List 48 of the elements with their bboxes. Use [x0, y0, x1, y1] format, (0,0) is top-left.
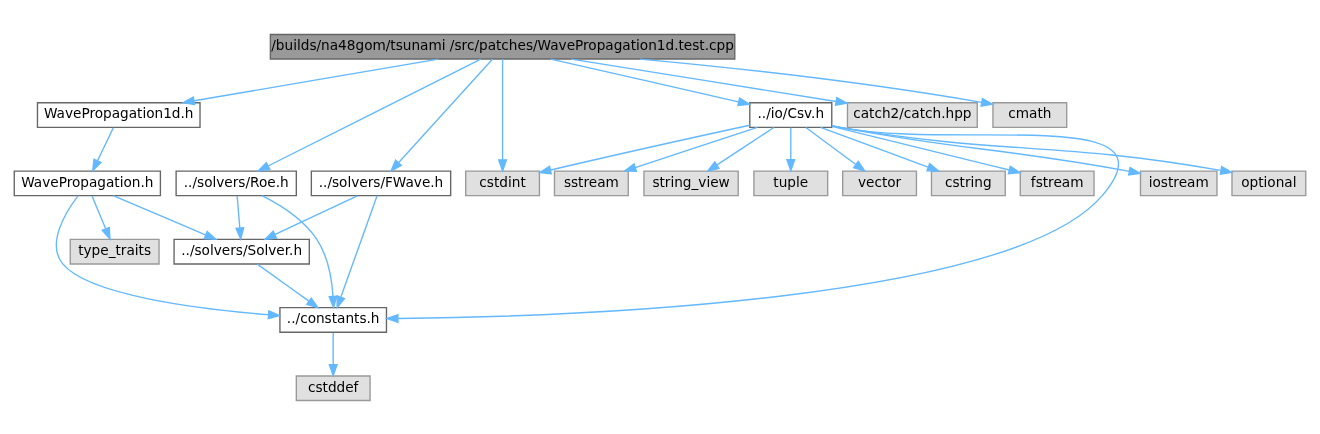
arrow: [805, 126, 867, 172]
arrow: [55, 194, 282, 319]
node-box: vector: [842, 169, 918, 196]
arrow: [706, 126, 775, 172]
arrow: [336, 194, 378, 309]
node-box: cmath: [992, 101, 1068, 128]
node-box: ../solvers/Solver.h: [173, 238, 310, 265]
node-box: string_view: [643, 169, 739, 196]
arrow: [831, 125, 1022, 175]
node-box: catch2/catch.hpp: [846, 101, 978, 128]
arrow: [91, 126, 114, 173]
arrow: [639, 57, 995, 107]
node-box: type_traits: [69, 238, 160, 265]
arrow: [570, 57, 849, 106]
node-box: tuple: [753, 169, 829, 196]
arrow: [261, 194, 338, 309]
arrow: [328, 331, 338, 378]
node-box: ../constants.h: [279, 306, 388, 333]
arrow: [622, 126, 759, 172]
arrow: [786, 126, 796, 173]
arrow: [263, 194, 359, 240]
node-box: iostream: [1139, 169, 1218, 196]
node-box: sstream: [553, 169, 629, 196]
arrow: [384, 124, 1119, 323]
arrow: [256, 262, 320, 309]
arrow: [550, 57, 752, 106]
arrow: [831, 124, 1143, 176]
node-box: optional: [1231, 169, 1307, 196]
arrow: [831, 124, 1234, 175]
arrow: [112, 194, 218, 240]
node-box: cstring: [930, 169, 1006, 196]
arrow: [497, 57, 508, 173]
arrow: [389, 57, 494, 172]
node-box: ../solvers/Roe.h: [175, 169, 297, 196]
arrow: [181, 57, 439, 105]
arrow: [819, 126, 941, 172]
node-box: ../io/Csv.h: [749, 101, 833, 128]
node-box: WavePropagation1d.h: [36, 101, 201, 128]
arrow: [235, 194, 245, 241]
arrow: [91, 194, 111, 241]
arrow: [537, 124, 751, 175]
node-box: WavePropagation.h: [13, 169, 162, 196]
node-box: fstream: [1019, 169, 1095, 196]
arrow: [256, 57, 482, 172]
node-box: /builds/na48gom/tsunami /src/patches/WavePropagation1d.test.cpp: [269, 33, 736, 60]
node-box: ../solvers/FWave.h: [310, 169, 452, 196]
node-box: cstdint: [465, 169, 541, 196]
node-box: cstddef: [295, 374, 371, 401]
